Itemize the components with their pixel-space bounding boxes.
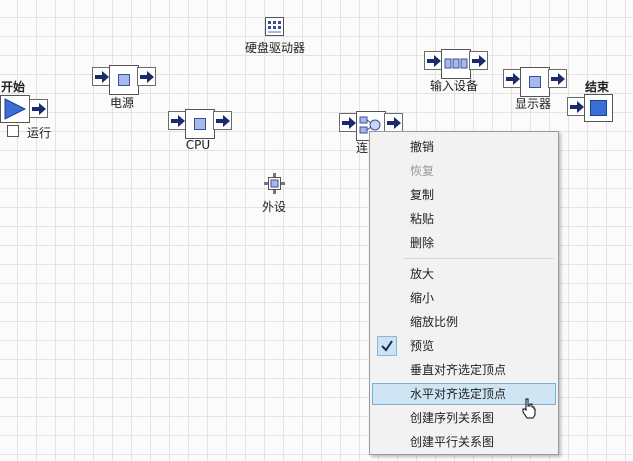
end-title: 结束 <box>585 80 610 94</box>
menu-item-align-vertical[interactable]: 垂直对齐选定顶点 <box>410 363 507 377</box>
arrow-right-icon[interactable] <box>384 113 403 132</box>
menu-item-delete[interactable]: 删除 <box>410 236 435 250</box>
menu-item-redo: 恢复 <box>410 164 435 178</box>
arrow-right-icon[interactable] <box>548 69 567 88</box>
node-hdd-label: 硬盘驱动器 <box>244 41 306 55</box>
component-icon <box>185 109 215 139</box>
menu-item-undo[interactable]: 撤销 <box>410 140 435 154</box>
arrow-right-icon[interactable] <box>137 67 156 86</box>
arrow-right-icon[interactable] <box>469 51 488 70</box>
node-display-label: 显示器 <box>514 97 552 111</box>
arrow-right-icon[interactable] <box>29 99 48 118</box>
start-title: 开始 <box>1 80 26 94</box>
menu-item-zoom-in[interactable]: 放大 <box>410 267 435 281</box>
hard-drive-icon[interactable] <box>265 17 284 36</box>
component-icon <box>109 65 139 95</box>
node-input-label: 输入设备 <box>429 79 479 93</box>
menu-item-preview-label: 预览 <box>410 339 435 353</box>
cursor-icon <box>521 398 537 420</box>
context-menu: 撤销 恢复 复制 粘贴 删除 放大 缩小 缩放比例 预览 垂直对齐选定顶点 水平… <box>369 131 559 455</box>
menu-item-zoom-ratio[interactable]: 缩放比例 <box>410 315 459 329</box>
menu-item-preview[interactable]: 预览 <box>372 335 556 357</box>
node-power-label: 电源 <box>109 96 135 110</box>
play-icon[interactable] <box>0 95 30 123</box>
menu-item-align-horizontal[interactable]: 水平对齐选定顶点 <box>372 383 556 405</box>
node-cpu-label: CPU <box>185 138 211 152</box>
menu-item-copy[interactable]: 复制 <box>410 188 435 202</box>
stop-icon[interactable] <box>584 94 613 122</box>
run-label: 运行 <box>27 126 52 140</box>
menu-item-zoom-out[interactable]: 缩小 <box>410 291 435 305</box>
run-checkbox[interactable] <box>7 125 19 137</box>
checkmark-icon <box>377 336 397 356</box>
node-connect-label: 连 <box>356 141 369 155</box>
arrow-right-icon[interactable] <box>567 97 586 116</box>
menu-item-parallel-diagram[interactable]: 创建平行关系图 <box>410 435 495 449</box>
input-device-icon <box>441 49 471 79</box>
component-icon <box>520 67 550 97</box>
node-peripheral-label: 外设 <box>261 200 287 214</box>
menu-item-paste[interactable]: 粘贴 <box>410 212 435 226</box>
menu-separator <box>404 258 554 259</box>
peripheral-icon[interactable] <box>264 173 285 194</box>
arrow-right-icon[interactable] <box>168 111 187 130</box>
arrow-right-icon[interactable] <box>213 111 232 130</box>
menu-item-seq-diagram[interactable]: 创建序列关系图 <box>410 411 495 425</box>
arrow-right-icon[interactable] <box>503 69 522 88</box>
